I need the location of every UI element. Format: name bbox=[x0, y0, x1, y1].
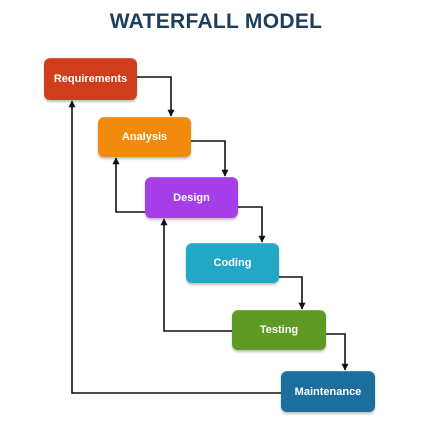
feedback-maintenance-to-requirements bbox=[68, 100, 281, 394]
arrow-analysis-to-design bbox=[191, 140, 229, 177]
stage-testing-label: Testing bbox=[259, 324, 299, 336]
arrow-requirements-to-analysis bbox=[137, 76, 175, 117]
arrow-design-to-coding bbox=[238, 206, 266, 243]
stage-design-label: Design bbox=[173, 191, 210, 204]
stage-maintenance-label: Maintenance bbox=[294, 385, 362, 398]
arrow-coding-to-testing bbox=[279, 276, 306, 310]
feedback-testing-to-design bbox=[160, 218, 232, 332]
arrow-testing-to-maintenance bbox=[326, 333, 349, 371]
stage-design: Design bbox=[145, 177, 238, 218]
stage-requirements-label: Requirements bbox=[53, 73, 128, 85]
stage-requirements: Requirements bbox=[44, 58, 137, 100]
stage-coding: Coding bbox=[186, 243, 279, 283]
stage-coding-label: Coding bbox=[213, 257, 252, 269]
stage-analysis: Analysis bbox=[98, 117, 191, 157]
feedback-design-to-analysis bbox=[112, 157, 145, 213]
stage-maintenance: Maintenance bbox=[281, 371, 375, 412]
stage-analysis-label: Analysis bbox=[121, 131, 168, 143]
stage-testing: Testing bbox=[232, 310, 326, 350]
diagram-title: WATERFALL MODEL bbox=[109, 10, 323, 33]
